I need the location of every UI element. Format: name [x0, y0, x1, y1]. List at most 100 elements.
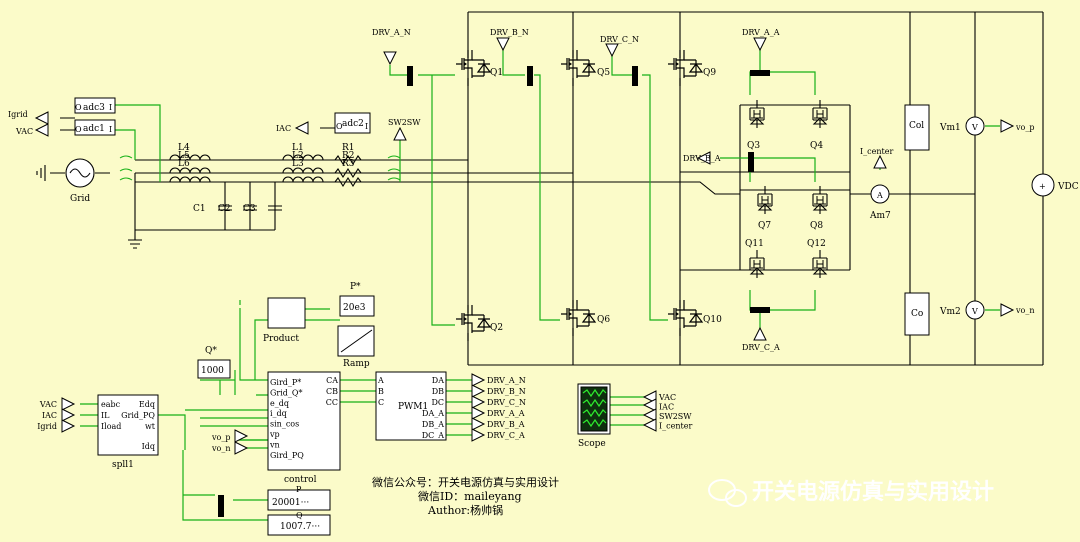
label-q9: Q9 [703, 68, 716, 78]
label-q1: Q1 [490, 68, 503, 78]
footer: 微信公众号：开关电源仿真与实用设计 微信ID：maileyang Author:… [372, 475, 559, 517]
scope-input-2: SW2SW [659, 412, 692, 421]
control-input-0: Gird_P* [270, 378, 301, 387]
pwm-output-4: DB_A [422, 420, 444, 429]
control-output-1: CB [326, 387, 338, 396]
label-r3: R3 [342, 159, 355, 169]
spll-output-2: wt [145, 422, 156, 431]
igbt-q4 [812, 99, 828, 129]
control-input-5: vp [269, 430, 280, 439]
control-ext-1: vo_n [211, 444, 231, 453]
label-qstar: Q* [205, 346, 217, 356]
pwm-output-2: DC [431, 398, 444, 407]
scope-input-3: I_center [659, 422, 692, 431]
spll-ext-0: VAC [39, 400, 57, 409]
spll-input-2: Iload [101, 422, 121, 431]
label-drv-c-a: DRV_C_A [742, 343, 780, 352]
pwm-output-5: DC_A [422, 431, 445, 440]
label-vm1: Vm1 [939, 123, 961, 133]
label-q5: Q5 [597, 68, 610, 78]
label-q11: Q11 [745, 239, 764, 249]
pwm-output-0: DA [432, 376, 444, 385]
control-output-2: CC [326, 398, 338, 407]
label-l5: L5 [178, 151, 190, 161]
pwm-output-1: DB [432, 387, 444, 396]
label-sw2sw: SW2SW [388, 118, 421, 127]
wechat-icon [708, 479, 747, 507]
label-c2: C2 [218, 204, 231, 214]
label-am7: Am7 [869, 211, 891, 221]
vdc-plus: + [1039, 182, 1046, 191]
label-drv-a-a: DRV_A_A [742, 28, 780, 37]
label-vo-n: vo_n [1015, 306, 1035, 315]
pwm-input-1: B [378, 387, 384, 396]
watermark-text: 开关电源仿真与实用设计 [752, 479, 994, 505]
label-q8: Q8 [810, 221, 823, 231]
display-p: 20001··· [272, 498, 309, 508]
footer-line1: 微信公众号：开关电源仿真与实用设计 [372, 475, 559, 489]
label-q10: Q10 [703, 315, 722, 325]
label-drv-a-n: DRV_A_N [372, 28, 411, 37]
adc2-i: I [365, 122, 368, 131]
label-co: Co [911, 309, 923, 319]
vm1-symbol: V [971, 123, 978, 132]
mosfet-q2 [455, 304, 491, 342]
label-control: control [284, 475, 317, 485]
control-output-0: CA [326, 376, 338, 385]
label-vm2: Vm2 [939, 307, 961, 317]
grid-source [65, 158, 95, 188]
spll-input-0: eabc [101, 400, 121, 409]
pstar-value: 20e3 [343, 303, 366, 313]
footer-line3: Author:杨帅锅 [427, 503, 503, 517]
label-i-center: I_center [860, 147, 893, 156]
footer-line2: 微信ID：maileyang [418, 489, 522, 503]
pwm-ext-4: DRV_B_A [487, 420, 525, 429]
label-pstar: P* [350, 282, 361, 292]
label-drv-b-a: DRV_B_A [683, 154, 721, 163]
power-labels: DRV_A_N DRV_B_N DRV_C_N DRV_A_A DRV_B_A … [8, 28, 1079, 532]
pwm-input-2: C [378, 398, 384, 407]
pwm-ext-3: DRV_A_A [487, 409, 525, 418]
label-vdc: VDC [1057, 182, 1079, 192]
label-scope: Scope [578, 439, 606, 449]
mosfet-q1 [455, 49, 491, 87]
label-l3: L3 [292, 159, 304, 169]
pwm-input-0: A [377, 376, 384, 385]
label-q2: Q2 [490, 323, 503, 333]
scope-icon [580, 386, 608, 432]
label-l2: L2 [292, 151, 304, 161]
mosfet-q5 [560, 49, 596, 87]
label-vo-p: vo_p [1015, 123, 1034, 132]
ramp-icon [340, 329, 373, 353]
label-product: Product [263, 334, 299, 344]
control-input-1: Grid_Q* [270, 388, 302, 397]
mosfet-q9 [667, 49, 703, 87]
capacitors [218, 205, 282, 211]
label-vac: VAC [15, 127, 33, 136]
label-adc3: adc3 [83, 103, 105, 113]
adc3-o: O [75, 103, 82, 112]
label-q4: Q4 [810, 141, 823, 151]
label-pwm1: PWM1 [398, 402, 428, 412]
display-p-label: P [296, 485, 302, 494]
label-ramp: Ramp [343, 359, 370, 369]
adc3-i: I [109, 103, 112, 112]
scope-input-1: IAC [659, 403, 674, 412]
label-adc2: adc2 [342, 119, 364, 129]
display-q-label: Q [296, 511, 303, 520]
mosfet-q10 [667, 299, 703, 337]
mosfet-q6 [560, 299, 596, 337]
label-grid: Grid [70, 194, 90, 204]
label-r1: R1 [342, 143, 355, 153]
signal-wiring [80, 45, 1000, 521]
qstar-value: 1000 [201, 366, 224, 376]
spll-ext-2: Igrid [37, 422, 57, 431]
gate-bars [218, 66, 770, 517]
igbt-q12 [812, 249, 828, 279]
label-drv-c-n: DRV_C_N [600, 35, 639, 44]
label-col: Col [909, 121, 924, 131]
control-input-4: sin_cos [270, 420, 299, 429]
label-q3: Q3 [747, 141, 760, 151]
label-iac: IAC [276, 124, 291, 133]
label-spll1: spll1 [112, 460, 134, 470]
